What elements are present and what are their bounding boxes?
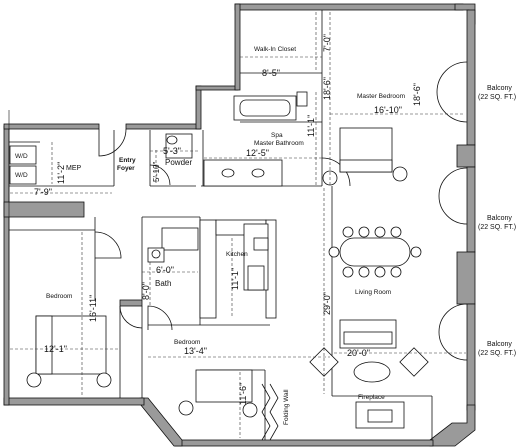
master-bathroom-label: Master Bathroom <box>254 140 304 147</box>
balcony-2-area: (22 SQ. FT.) <box>478 224 516 231</box>
living-room-label: Living Room <box>355 289 391 296</box>
balcony-1-name: Balcony <box>487 85 512 92</box>
living-width-dim: 20'-0" <box>347 348 370 358</box>
bedroom-left-label: Bedroom <box>46 293 72 300</box>
mep-width-dim: 7'-9" <box>34 187 52 197</box>
closet-width-dim: 8'-5" <box>262 68 280 78</box>
mep-height-dim: 11'-2" <box>56 162 66 184</box>
kitchen-height-dim: 11'-1" <box>230 268 240 290</box>
master-bedroom-label: Master Bedroom <box>357 93 405 100</box>
powder-label: Powder <box>165 158 192 167</box>
powder-height-dim: 5'-10" <box>152 161 161 182</box>
master-width-dim: 16'-10" <box>374 105 402 115</box>
balcony-1-area: (22 SQ. FT.) <box>478 94 516 101</box>
dimension-lines <box>8 12 466 438</box>
entry-label: Entry <box>119 157 136 164</box>
wd-bottom-label: W/D <box>15 172 28 179</box>
wd-top-label: W/D <box>15 153 28 160</box>
dimension-labels: 7'-0" 8'-5" 18'-6" 16'-10" 18'-6" 11'-1"… <box>34 34 422 405</box>
furniture <box>26 127 429 441</box>
bedroom-bottom-width-dim: 13'-4" <box>184 346 207 356</box>
living-height-dim: 29'-0" <box>322 292 332 315</box>
fireplace-label: Fireplace <box>358 394 385 401</box>
bedroom-bottom-label: Bedroom <box>174 339 200 346</box>
mep-label: MEP <box>66 165 82 172</box>
bedroom-left-height-dim: 16'-11" <box>88 295 98 322</box>
bath2-width-dim: 6'-0" <box>156 265 174 275</box>
powder-width-dim: 5'-3" <box>163 146 181 156</box>
balcony-3-name: Balcony <box>487 341 512 348</box>
spa-label: Spa <box>271 132 283 139</box>
balcony-2-name: Balcony <box>487 215 512 222</box>
bath-label: Bath <box>155 279 171 288</box>
bath2-height-dim: 8'-0" <box>141 282 151 300</box>
closet-height-dim: 7'-0" <box>322 34 332 52</box>
interior-walls <box>9 10 433 440</box>
balcony-doors <box>436 61 468 361</box>
balcony-3-area: (22 SQ. FT.) <box>478 350 516 357</box>
bedroom-bottom-height-dim: 11'-6" <box>238 383 248 405</box>
master-height-dim-right: 18'-6" <box>412 83 422 106</box>
bath-height-dim: 11'-1" <box>306 115 316 137</box>
foyer-label: Foyer <box>117 165 135 172</box>
kitchen-label: Kitchen <box>226 251 248 258</box>
balcony-labels: Balcony (22 SQ. FT.) Balcony (22 SQ. FT.… <box>478 85 516 357</box>
bedroom-left-width-dim: 12'-1" <box>44 344 67 354</box>
room-labels: Walk-In Closet Master Bedroom Spa Master… <box>15 46 405 425</box>
folding-wall-label: Folding Wall <box>283 389 290 425</box>
walk-in-closet-label: Walk-In Closet <box>254 46 296 53</box>
fixtures <box>9 91 405 429</box>
bath-width-dim: 12'-5" <box>246 148 269 158</box>
master-height-dim: 18'-6" <box>322 77 332 100</box>
